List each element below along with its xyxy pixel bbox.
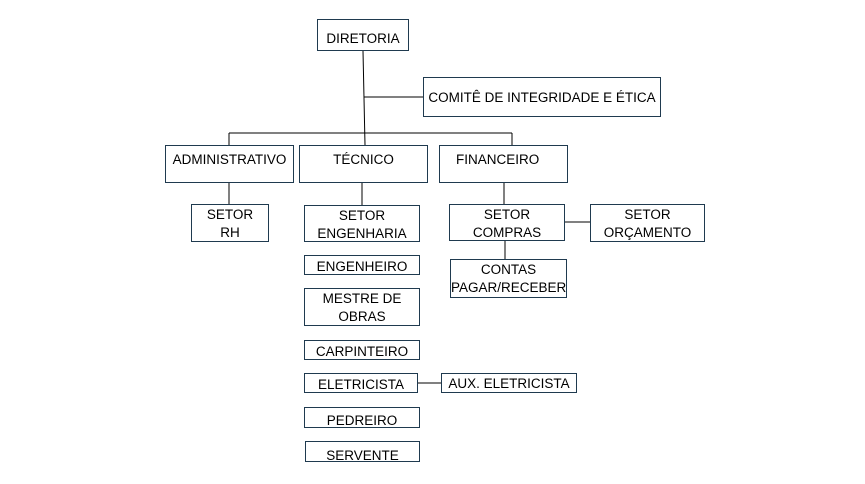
node-tecnico: TÉCNICO	[299, 145, 428, 183]
node-setor-compras: SETOR COMPRAS	[449, 204, 565, 241]
node-pedreiro: PEDREIRO	[304, 407, 420, 428]
node-setor-rh: SETOR RH	[191, 204, 269, 242]
node-engenheiro: ENGENHEIRO	[304, 255, 420, 275]
node-diretoria: DIRETORIA	[317, 19, 409, 51]
node-financeiro: FINANCEIRO	[439, 145, 568, 183]
node-administrativo: ADMINISTRATIVO	[165, 145, 294, 183]
node-carpinteiro: CARPINTEIRO	[304, 340, 420, 360]
node-mestre-de-obras: MESTRE DE OBRAS	[304, 288, 420, 326]
node-eletricista: ELETRICISTA	[304, 373, 418, 393]
node-servente: SERVENTE	[305, 441, 420, 463]
node-setor-engenharia: SETOR ENGENHARIA	[304, 205, 420, 242]
node-setor-orcamento: SETOR ORÇAMENTO	[590, 204, 705, 242]
node-contas-pagar-receber: CONTAS PAGAR/RECEBER	[450, 259, 567, 298]
node-aux-eletricista: AUX. ELETRICISTA	[441, 373, 577, 393]
node-comite-integridade-etica: COMITÊ DE INTEGRIDADE E ÉTICA	[423, 77, 661, 117]
connector-diretoria-tecnico	[362, 50, 366, 146]
